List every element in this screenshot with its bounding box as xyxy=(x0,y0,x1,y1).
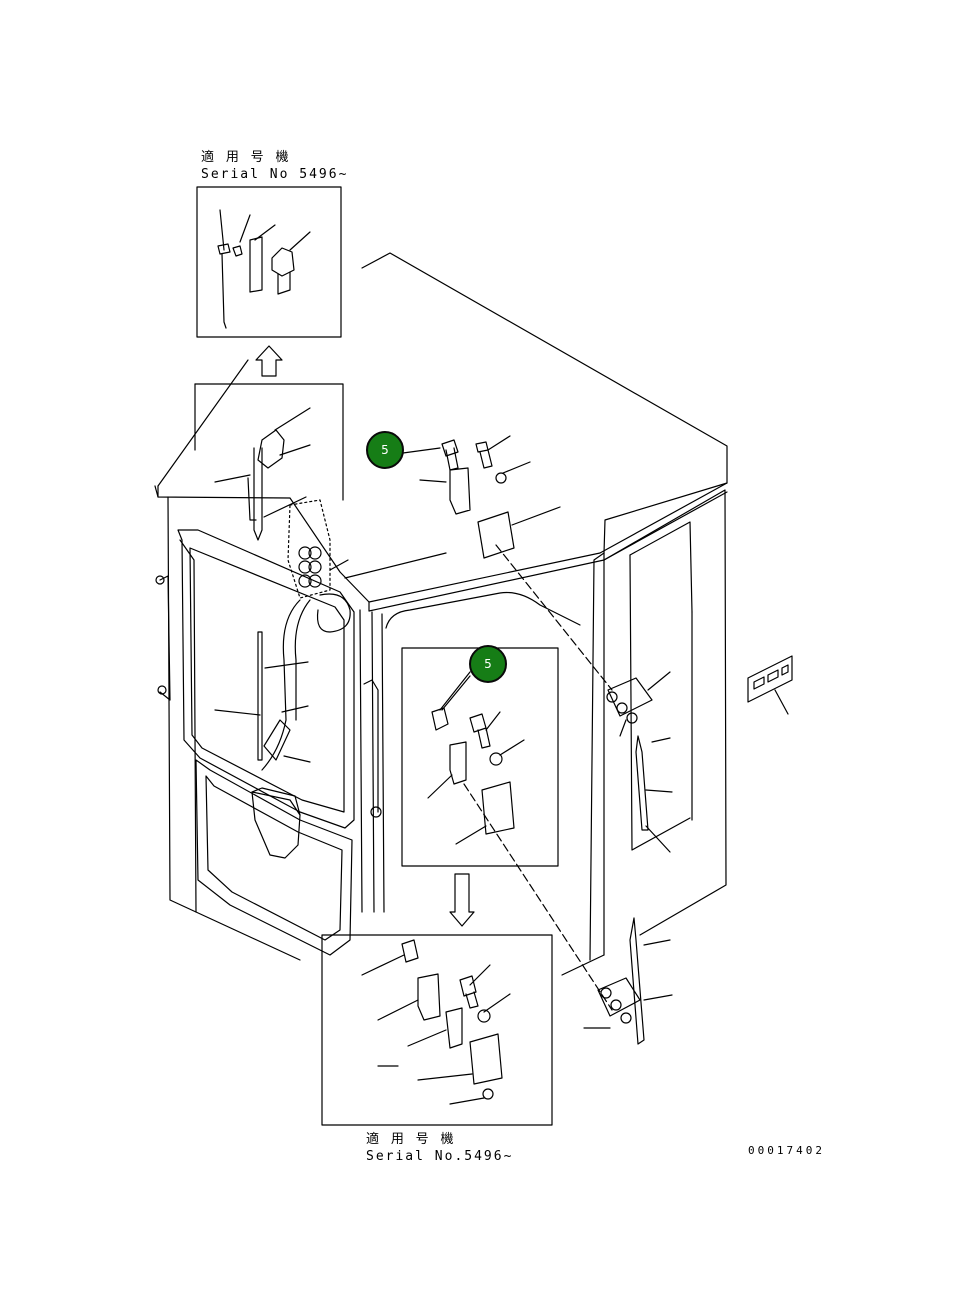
left-wiper-assembly xyxy=(214,407,311,541)
drawing-code: 00017402 xyxy=(748,1144,825,1157)
arrow-down xyxy=(449,873,475,927)
arrow-up xyxy=(255,345,283,377)
decal xyxy=(747,655,793,715)
callout-badge-5-top[interactable]: 5 xyxy=(366,431,404,469)
top-serial-note-line1: 適 用 号 機 xyxy=(201,150,291,165)
bottom-serial-note-line2: Serial No.5496~ xyxy=(366,1149,514,1164)
callout-badge-5-center[interactable]: 5 xyxy=(469,645,507,683)
door-handle-left xyxy=(155,575,382,818)
cab-roof xyxy=(154,252,728,612)
roof-wiper-parts xyxy=(402,435,613,691)
bottom-serial-note-line1: 適 用 号 機 xyxy=(366,1132,456,1147)
lower-inset-box xyxy=(321,934,553,1126)
top-serial-note-line2: Serial No 5496~ xyxy=(201,167,349,182)
middle-left-inset xyxy=(194,383,344,501)
foot-pedal xyxy=(251,787,301,859)
right-wall-parts xyxy=(561,671,673,1045)
center-inset-box xyxy=(401,647,613,1011)
switch-panel xyxy=(263,496,447,599)
upper-inset-box xyxy=(196,186,342,338)
wire-routing xyxy=(214,593,351,771)
